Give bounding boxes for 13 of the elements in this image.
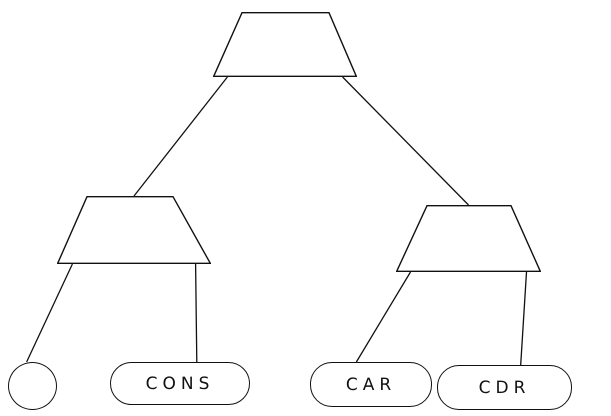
connector-line	[342, 76, 469, 206]
rounded-box	[310, 362, 432, 407]
connector-line	[520, 272, 528, 366]
rounded-box	[437, 365, 572, 410]
connector-line	[26, 264, 73, 362]
node-label: CAR	[346, 374, 396, 394]
node-label: CONS	[146, 374, 214, 394]
node-label: CDR	[478, 378, 530, 398]
connector-line	[194, 264, 198, 362]
connector-line	[356, 272, 412, 362]
rounded-box	[110, 362, 250, 405]
connector-line	[133, 76, 228, 196]
circle-node	[8, 362, 57, 410]
